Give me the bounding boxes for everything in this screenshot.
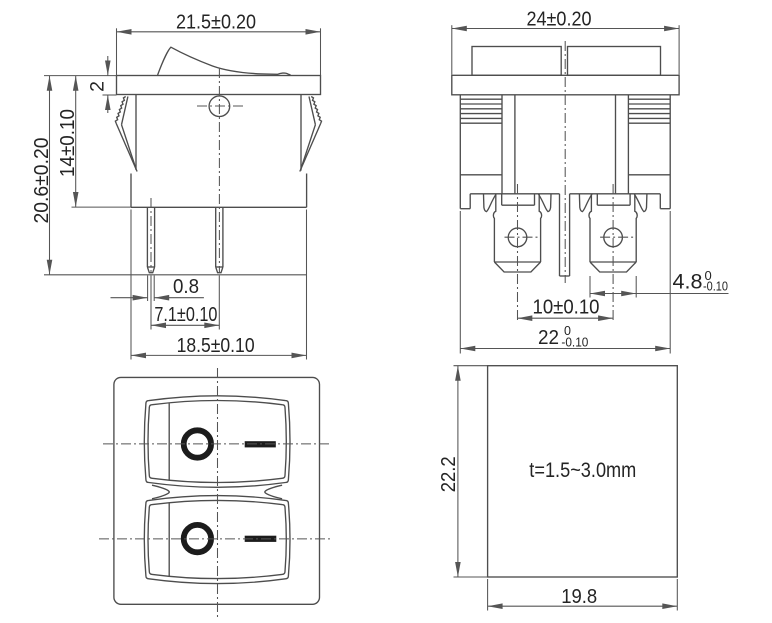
svg-text:22: 22 [538, 327, 559, 349]
svg-text:18.5±0.10: 18.5±0.10 [177, 335, 255, 357]
svg-text:4.8: 4.8 [673, 271, 703, 294]
svg-text:0.8: 0.8 [173, 276, 199, 298]
svg-text:20.6±0.20: 20.6±0.20 [30, 138, 53, 224]
svg-text:14±0.10: 14±0.10 [57, 109, 79, 177]
svg-text:7.1±0.10: 7.1±0.10 [154, 304, 217, 326]
svg-text:22.2: 22.2 [438, 456, 460, 492]
svg-text:0: 0 [564, 324, 571, 338]
svg-text:2: 2 [87, 81, 109, 92]
svg-text:21.5±0.20: 21.5±0.20 [176, 11, 256, 33]
svg-text:0: 0 [705, 268, 712, 283]
svg-text:-0.10: -0.10 [703, 279, 728, 294]
svg-text:-0.10: -0.10 [561, 335, 588, 350]
svg-text:24±0.20: 24±0.20 [527, 8, 592, 30]
svg-text:19.8: 19.8 [561, 586, 597, 608]
svg-text:t=1.5~3.0mm: t=1.5~3.0mm [529, 458, 636, 482]
svg-text:10±0.10: 10±0.10 [533, 297, 600, 319]
